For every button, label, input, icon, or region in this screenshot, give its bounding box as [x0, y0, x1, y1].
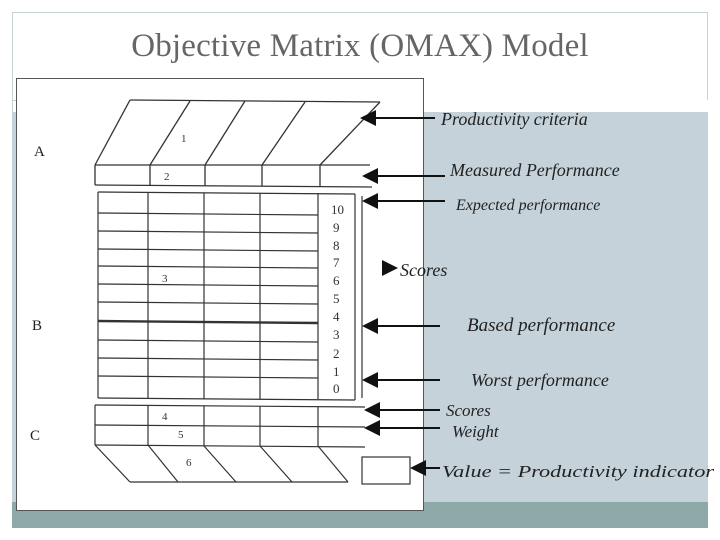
criteria-header — [94, 99, 381, 166]
label-scores-mid: Scores — [400, 260, 447, 280]
value-box — [361, 456, 411, 485]
score-grid — [97, 191, 356, 401]
scale-value: 5 — [333, 291, 340, 306]
label-measured-performance: Measured Performance — [449, 160, 620, 180]
slide-title: Objective Matrix (OMAX) Model — [131, 28, 589, 64]
panel-gap — [424, 100, 708, 112]
scale-value: 9 — [333, 220, 340, 235]
scale-value: 4 — [333, 309, 340, 324]
cell-number-6: 6 — [186, 457, 192, 469]
scale-value: 7 — [333, 255, 340, 270]
label-value-indicator: Value = Productivity indicator — [442, 462, 715, 481]
label-weight: Weight — [452, 422, 500, 441]
scale-value: 3 — [333, 327, 340, 342]
cell-number-3: 3 — [162, 273, 168, 285]
annotation-arrows — [360, 110, 445, 476]
label-worst-performance: Worst performance — [471, 370, 609, 390]
scale-value: 6 — [333, 273, 340, 288]
section-label-c: C — [30, 428, 40, 444]
scale-value: 8 — [333, 238, 340, 253]
scale-value: 2 — [333, 346, 340, 361]
section-label-b: B — [32, 318, 42, 334]
measured-row — [94, 165, 373, 188]
scale-value: 0 — [333, 381, 340, 396]
label-based-performance: Based performance — [467, 315, 615, 336]
cell-number-5: 5 — [178, 429, 184, 441]
scale-value: 1 — [333, 364, 340, 379]
cell-number-2: 2 — [164, 171, 170, 183]
section-label-a: A — [34, 144, 45, 160]
matrix-sheet — [16, 78, 424, 511]
scale-value: 10 — [331, 202, 344, 217]
cell-number-4: 4 — [162, 411, 168, 423]
label-productivity-criteria: Productivity criteria — [440, 109, 588, 129]
weight-block — [94, 404, 366, 483]
score-scale: 10 9 8 7 6 5 4 3 2 1 0 — [331, 202, 344, 396]
cell-number-1: 1 — [181, 133, 187, 145]
label-expected-performance: Expected performance — [455, 197, 600, 214]
label-scores-bottom: Scores — [446, 401, 491, 420]
